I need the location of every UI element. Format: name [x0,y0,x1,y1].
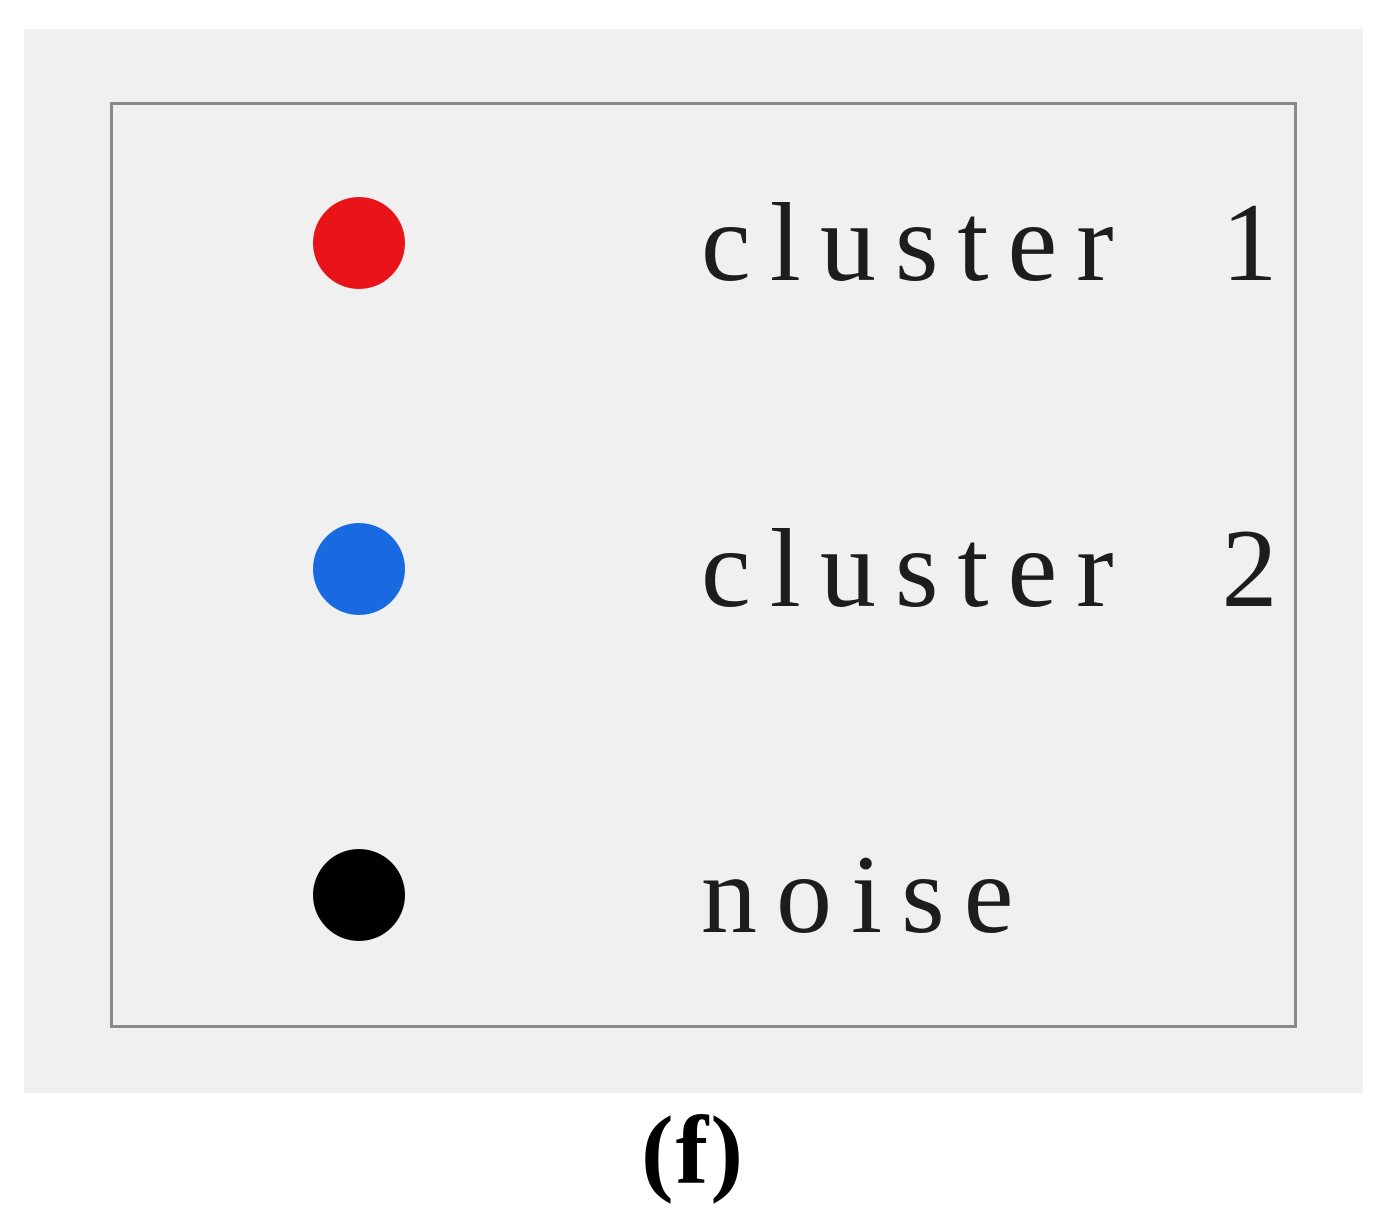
legend-item-cluster-2: cluster 2 [113,513,1294,625]
cluster-1-marker-icon [313,197,405,289]
legend-item-cluster-1: cluster 1 [113,187,1294,299]
legend-label-noise: noise [701,833,1033,957]
legend-label-cluster-1: cluster 1 [701,181,1297,305]
legend-box: cluster 1 cluster 2 noise [110,102,1297,1028]
legend-item-noise: noise [113,839,1294,951]
subfigure-caption: (f) [641,1097,745,1205]
legend-label-cluster-2: cluster 2 [701,507,1297,631]
cluster-2-marker-icon [313,523,405,615]
figure-panel: cluster 1 cluster 2 noise [24,29,1363,1093]
noise-marker-icon [313,849,405,941]
